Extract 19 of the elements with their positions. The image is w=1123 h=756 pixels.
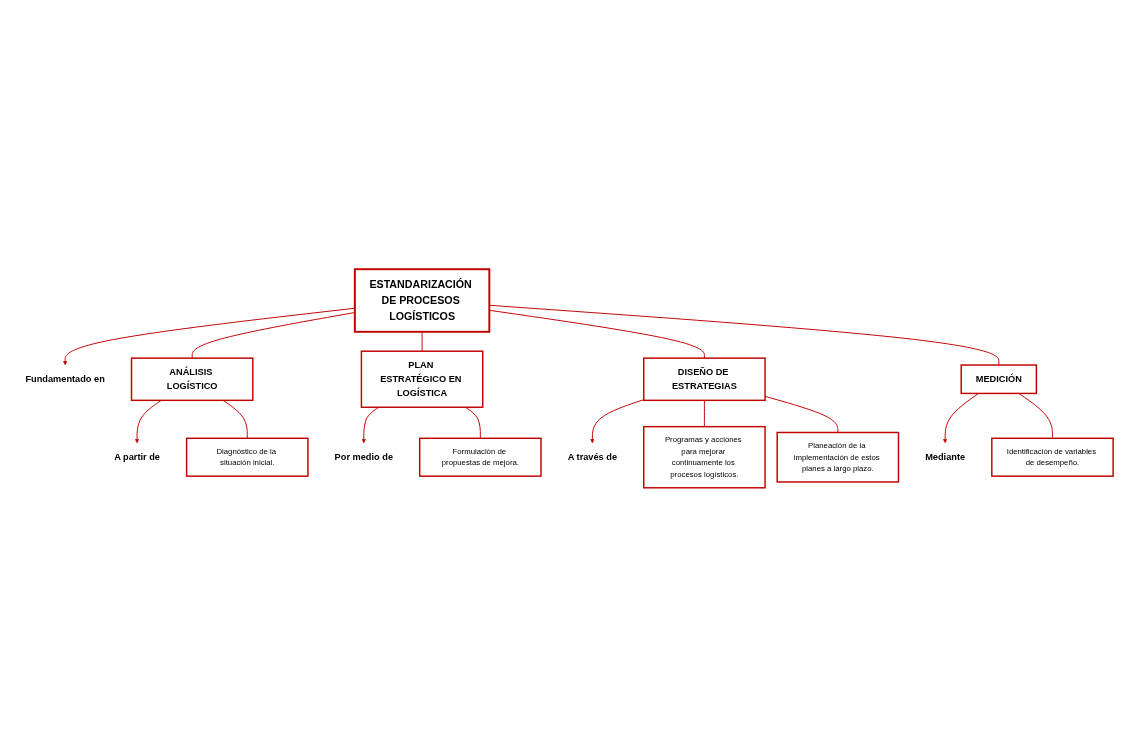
node-box: ANÁLISIS LOGÍSTICO [130,356,254,401]
node-text: Mediante [924,451,965,462]
node-text: Por medio de [334,451,393,462]
connector [421,330,423,352]
connector [464,406,481,439]
connector [764,395,838,433]
node-text: Fundamentado en [24,373,105,384]
connector [1018,392,1053,439]
connector [222,399,248,439]
node-text: A través de [567,451,617,462]
node-box: ESTANDARIZACIÓN DE PROCESOS LOGÍSTICOS [353,267,490,333]
node-text: A partir de [113,451,160,462]
connector [703,399,705,427]
node-box: DISEÑO DE ESTRATEGIAS [642,356,766,401]
node-box: MEDICIÓN [959,363,1037,394]
connector [488,304,999,366]
node-box: PLAN ESTRATÉGICO EN LOGÍSTICA [360,349,483,408]
connector [488,309,705,359]
connector [191,311,355,359]
